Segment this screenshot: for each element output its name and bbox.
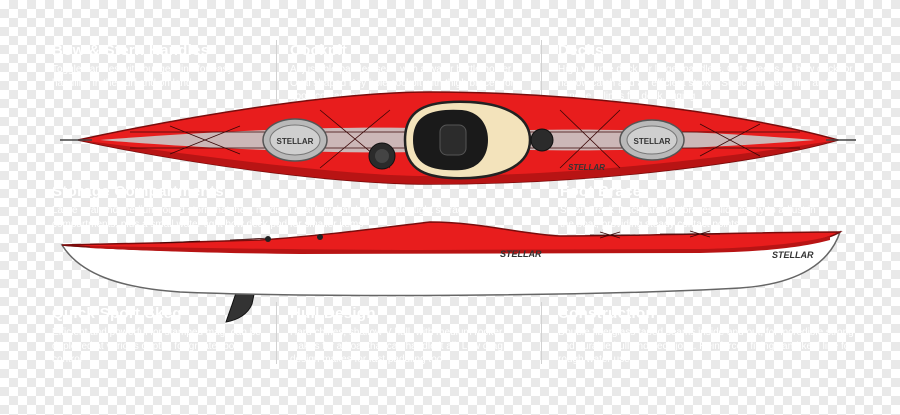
feature-skeg: Quick Sport Skeg Efficient and powerful …: [52, 305, 267, 367]
divider-top-right: [541, 40, 542, 102]
kayak-top-view: STELLAR STELLAR STELLAR: [60, 91, 856, 185]
kayak-side-view: STELLAR STELLAR: [60, 221, 843, 323]
feature-title: Storage Compartments: [52, 183, 224, 200]
hull-brand-logo: STELLAR: [772, 250, 814, 260]
side-brand-logo: STELLAR: [500, 249, 542, 259]
feature-text: Large oval and medium round storm hatche…: [52, 205, 469, 230]
feature-storage: Storage Compartments Large oval and medi…: [52, 183, 502, 231]
feature-text: Toggle handles with bungee line for easy…: [52, 64, 233, 89]
feature-title: Cockpit: [290, 42, 348, 59]
stern-hatch-label: STELLAR: [634, 137, 671, 146]
feature-text: Hard chines, shallow V hull, with medium…: [290, 327, 503, 365]
feature-title: Quick Sport Skeg: [52, 305, 182, 322]
feature-hull: Hull Design Hard chines, shallow V hull,…: [290, 305, 530, 367]
feature-title: Decks: [558, 42, 604, 59]
cockpit-seat: [439, 124, 467, 156]
divider-top-left: [276, 40, 277, 102]
feature-title: Foot Brace: [560, 183, 642, 200]
deck-side-band: [90, 236, 830, 254]
feature-title: Bow & Stern Handles: [52, 42, 210, 59]
divider-bottom-right: [541, 302, 542, 364]
feature-foot-brace: Foot Brace Smart Track Trackband footbra…: [560, 183, 830, 231]
feature-text: Efficient and powerful for stamped mag, …: [52, 327, 261, 365]
feature-bow-stern-handles: Bow & Stern Handles Toggle handles with …: [52, 42, 272, 90]
feature-title: Hull Design: [290, 305, 376, 322]
side-fitting: [265, 236, 271, 242]
feature-text: Smart Track Trackband footbraces slide e…: [560, 205, 816, 230]
bow-hatch-label: STELLAR: [277, 137, 314, 146]
side-fitting: [317, 234, 323, 240]
feature-construction: Construction Double fiberglass taped sea…: [558, 305, 858, 367]
deck-side: [61, 221, 843, 253]
feature-text: High volume deck for larger paddlers. Cu…: [558, 64, 853, 102]
top-brand-logo: STELLAR: [568, 163, 605, 172]
feature-text: Double fiberglass taped seams inside and…: [558, 327, 854, 365]
feature-title: Construction: [558, 305, 655, 322]
deck-side-shading: [78, 140, 838, 184]
side-rigging: [159, 230, 720, 244]
feature-decks: Decks High volume deck for larger paddle…: [558, 42, 858, 104]
divider-bottom-left: [276, 302, 277, 364]
deck-stripe: [100, 127, 420, 153]
deck-pod: [530, 128, 554, 152]
